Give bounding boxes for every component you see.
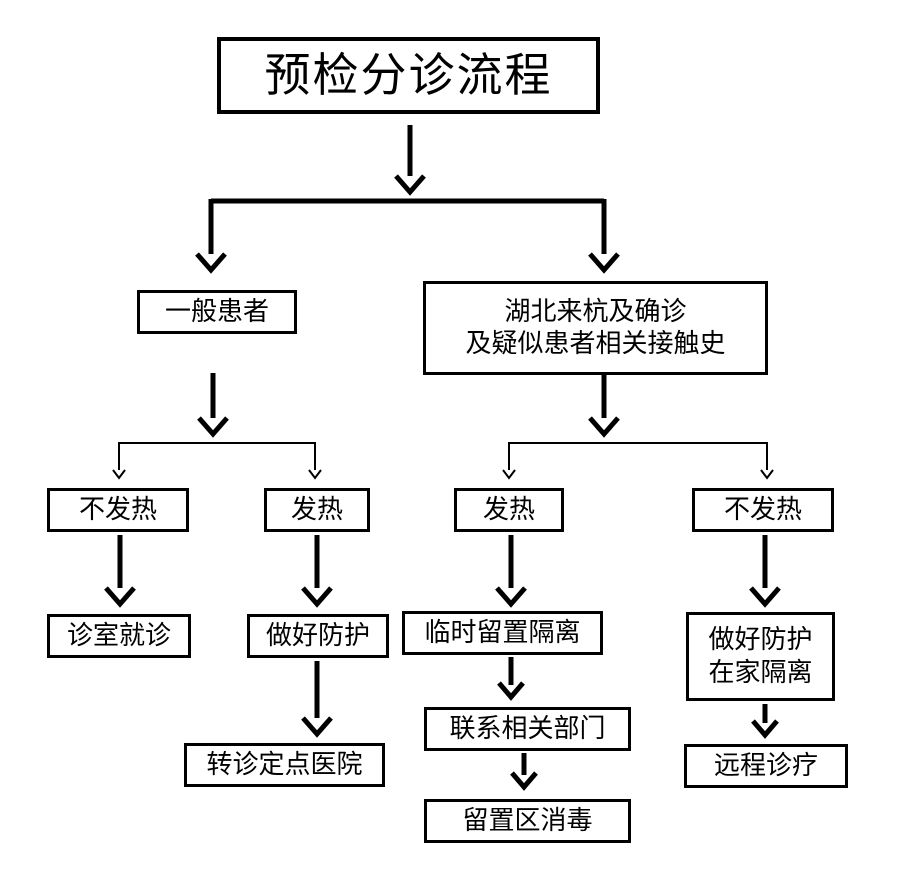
node-temp-isolation-label: 临时留置隔离 (424, 617, 581, 648)
node-general-patient-label: 一般患者 (164, 296, 269, 327)
node-contact-department-label: 联系相关部门 (449, 713, 606, 744)
node-general-fever: 发热 (264, 488, 370, 532)
node-contact-history: 湖北来杭及确诊 及疑似患者相关接触史 (423, 281, 768, 375)
page-title: 预检分诊流程 (217, 37, 600, 114)
node-general-patient: 一般患者 (137, 290, 297, 334)
page-title-text: 预检分诊流程 (264, 47, 553, 102)
node-clinic-visit: 诊室就诊 (47, 614, 191, 658)
node-contact-no-fever: 不发热 (692, 488, 834, 532)
node-remote-consult: 远程诊疗 (684, 744, 848, 788)
node-general-no-fever-label: 不发热 (78, 494, 157, 525)
node-remote-consult-label: 远程诊疗 (713, 750, 818, 781)
node-contact-fever: 发热 (454, 488, 564, 532)
node-home-isolation-line-1: 做好防护 (708, 625, 813, 655)
node-clinic-visit-label: 诊室就诊 (66, 620, 171, 651)
node-contact-history-line-1: 湖北来杭及确诊 (504, 296, 687, 327)
node-contact-no-fever-label: 不发热 (723, 494, 802, 525)
node-transfer-hospital-label: 转诊定点医院 (206, 749, 363, 780)
node-disinfect-area-label: 留置区消毒 (462, 805, 593, 836)
node-disinfect-area: 留置区消毒 (424, 799, 631, 843)
node-temp-isolation: 临时留置隔离 (402, 611, 603, 655)
node-contact-department: 联系相关部门 (424, 707, 631, 751)
node-protection-label: 做好防护 (265, 620, 370, 651)
node-general-no-fever: 不发热 (47, 488, 189, 532)
node-contact-history-line-2: 及疑似患者相关接触史 (465, 329, 726, 359)
node-home-isolation: 做好防护 在家隔离 (686, 612, 835, 701)
node-contact-fever-label: 发热 (482, 494, 535, 525)
node-protection: 做好防护 (247, 614, 389, 658)
node-home-isolation-line-2: 在家隔离 (708, 657, 813, 688)
node-general-fever-label: 发热 (290, 494, 343, 525)
node-transfer-hospital: 转诊定点医院 (184, 743, 385, 787)
